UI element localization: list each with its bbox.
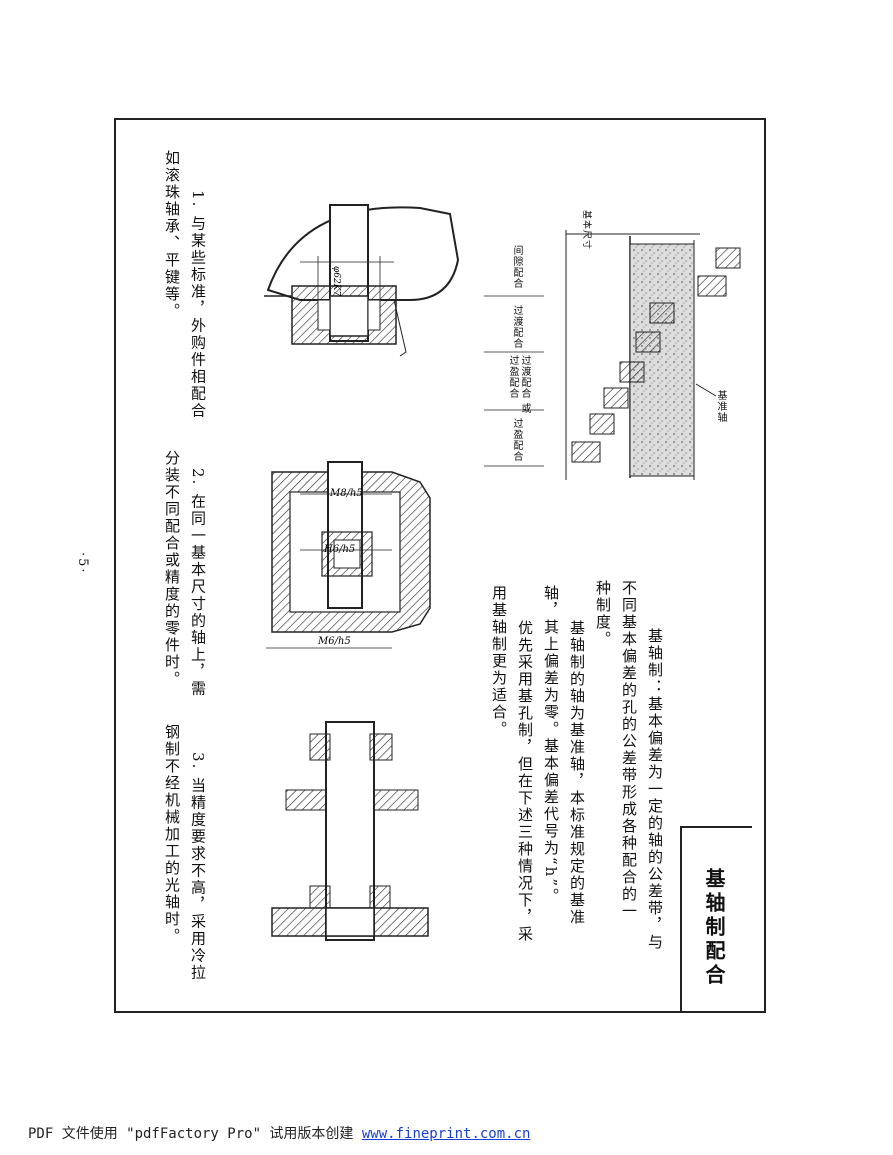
footer-link[interactable]: www.fineprint.com.cn xyxy=(361,1126,531,1142)
label-clearance-fit: 间隙配合 xyxy=(511,245,522,289)
dim-H6h5: H6/h5 xyxy=(323,544,355,555)
dim-M8h5: M8/h5 xyxy=(329,488,363,499)
page-title: 基轴制配合 xyxy=(702,868,726,988)
definition-col5: 轴，其上偏差为零。基本偏差代号为“h”。 xyxy=(542,585,560,905)
bearing-housing-drawing: φ62K7 xyxy=(264,204,460,357)
case1-line1: 1. 与某些标准，外购件相配合 xyxy=(189,190,207,420)
pdf-footer: PDF 文件使用 "pdfFactory Pro" 试用版本创建 www.fin… xyxy=(28,1123,530,1143)
case2-line2: 分装不同配合或精度的零件时。 xyxy=(163,450,181,688)
page-number: ·5· xyxy=(75,552,90,575)
definition-col6: 优先采用基孔制，但在下述三种情况下，采 xyxy=(516,620,534,943)
footer-text: PDF 文件使用 "pdfFactory Pro" 试用版本创建 xyxy=(28,1126,362,1142)
title-box xyxy=(680,826,752,1013)
definition-col1: 基轴制：基本偏差为一定的轴的公差带，与 xyxy=(646,628,664,951)
label-transition-or-interference: 过渡配合 或 过盈配合 xyxy=(507,355,530,415)
page-frame xyxy=(114,118,766,1013)
label-transition-fit: 过渡配合 xyxy=(511,305,522,349)
case2-line1: 2. 在同一基本尺寸的轴上，需 xyxy=(189,468,207,698)
definition-col2: 不同基本偏差的孔的公差带形成各种配合的一 xyxy=(620,580,638,920)
fit-tolerance-diagram xyxy=(484,230,741,480)
case3-line1: 3. 当精度要求不高，采用冷拉 xyxy=(189,752,207,982)
definition-col3: 种制度。 xyxy=(594,580,612,648)
label-datum-shaft: 基准轴 xyxy=(715,390,726,423)
case3-line2: 钢制不经机械加工的光轴时。 xyxy=(163,724,181,945)
dim-M6h5: M6/h5 xyxy=(317,636,351,647)
case1-line2: 如滚珠轴承、平键等。 xyxy=(163,150,181,320)
definition-col4: 基轴制的轴为基准轴，本标准规定的基准 xyxy=(568,620,586,926)
mixed-fit-shaft-drawing: M8/h5 H6/h5 M6/h5 xyxy=(266,461,431,649)
plain-shaft-drawing xyxy=(271,721,429,941)
label-interference-fit: 过盈配合 xyxy=(511,418,522,462)
definition-col7: 用基轴制更为适合。 xyxy=(490,585,508,738)
dim-phi62K7: φ62K7 xyxy=(331,266,341,296)
